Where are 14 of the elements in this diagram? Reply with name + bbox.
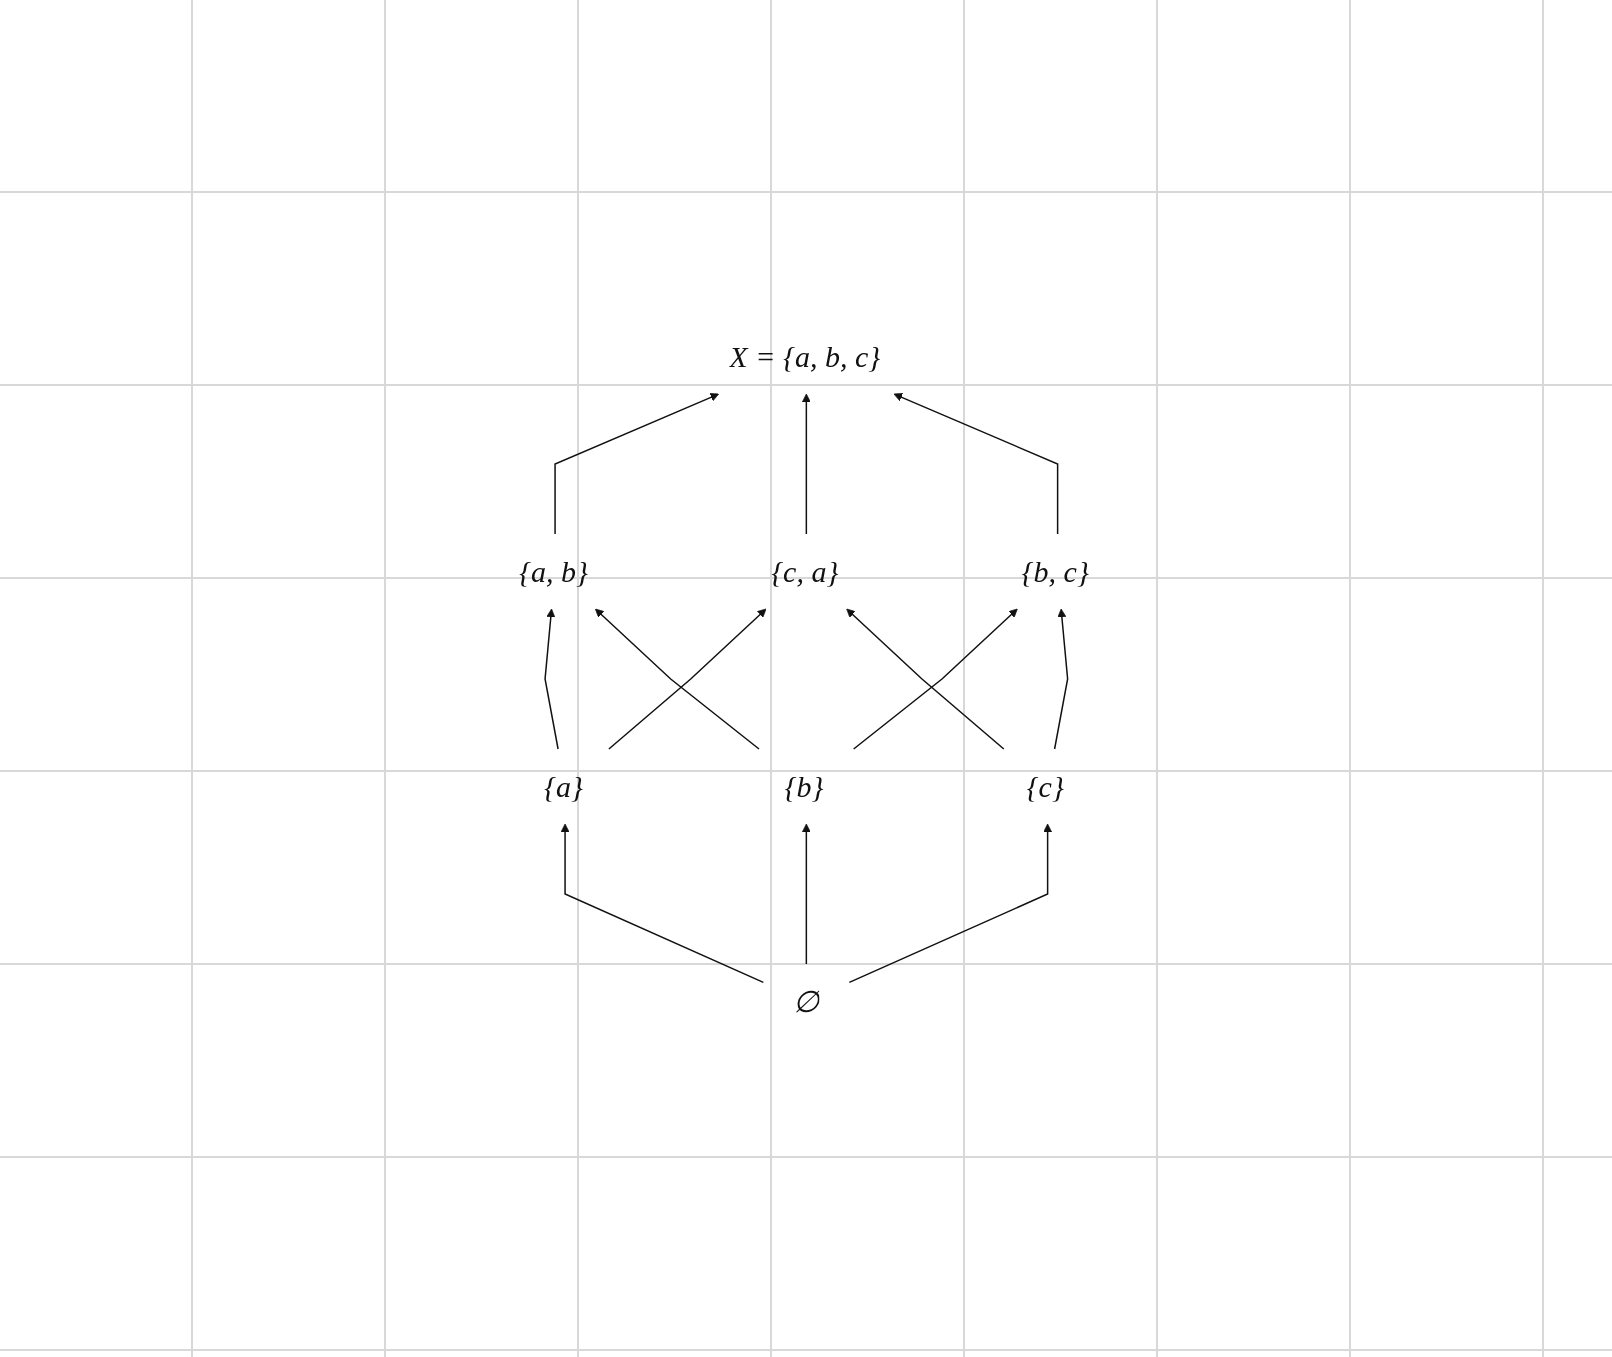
arrow [543, 608, 559, 750]
node-text: {c, a} [770, 554, 839, 588]
arrow [801, 393, 811, 535]
arrow [801, 823, 811, 965]
node-text: {a, b} [518, 554, 588, 588]
arrow [553, 392, 719, 535]
node-text: {a} [543, 769, 583, 803]
node-text: {c} [1026, 769, 1064, 803]
arrow [893, 392, 1059, 535]
arrow [848, 823, 1052, 983]
node-text: {b, c} [1021, 554, 1089, 588]
arrow [560, 823, 764, 983]
arrow [1053, 608, 1069, 750]
node-text: {b} [784, 769, 824, 803]
